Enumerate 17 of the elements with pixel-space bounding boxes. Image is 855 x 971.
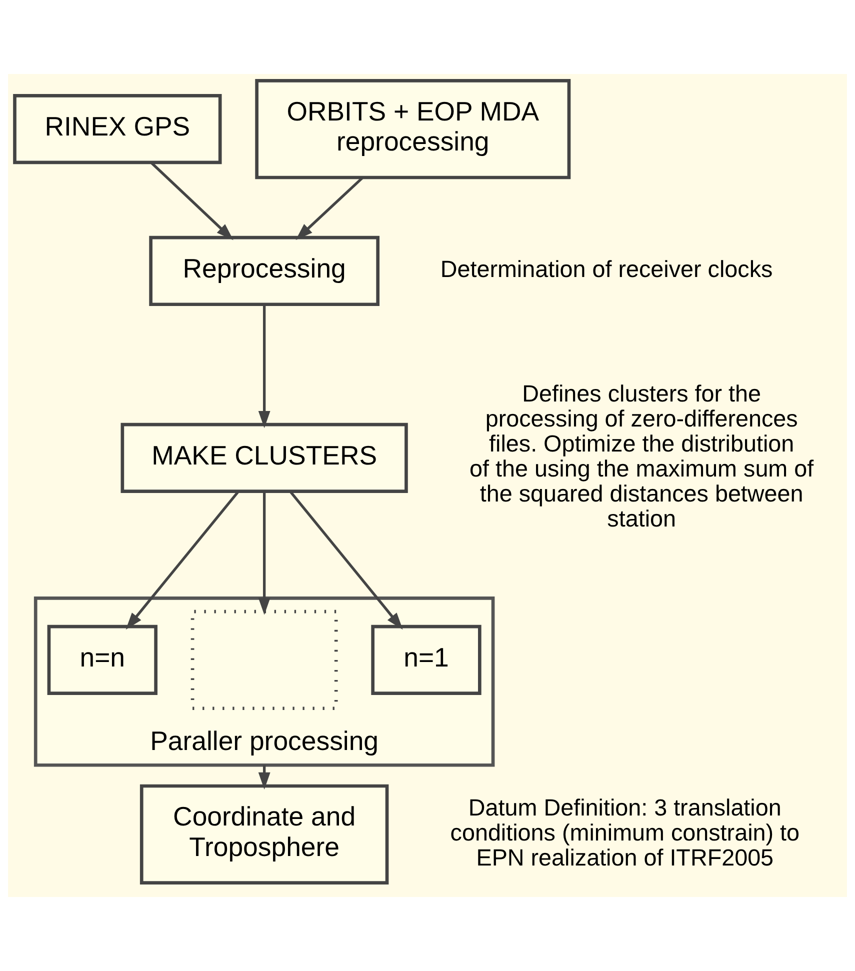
- node-box: [190, 610, 338, 710]
- arrow: [150, 162, 234, 240]
- node-box: ORBITS + EOP MDA reprocessing: [255, 79, 571, 180]
- arrow: [289, 490, 403, 630]
- node-box: n=n: [47, 624, 158, 695]
- node-box: RINEX GPS: [13, 94, 222, 164]
- arrow: [296, 176, 364, 240]
- node-label: Defines clusters for the processing of zero-differences files. Optimize the distribution of the using the maximum sum of the squared distances between station: [470, 380, 814, 532]
- arrow: [258, 492, 270, 615]
- node-box: MAKE CLUSTERS: [120, 422, 408, 494]
- node-box: Reprocessing: [149, 236, 380, 306]
- arrow: [126, 490, 240, 630]
- node-label: Determination of receiver clocks: [440, 256, 773, 282]
- node-box: Coordinate and Troposphere: [140, 784, 389, 884]
- arrow: [258, 304, 270, 428]
- node-box: n=1: [371, 624, 482, 695]
- node-label: Datum Definition: 3 translation conditions (minimum constrain) to EPN realization of ITRF2005: [450, 794, 800, 871]
